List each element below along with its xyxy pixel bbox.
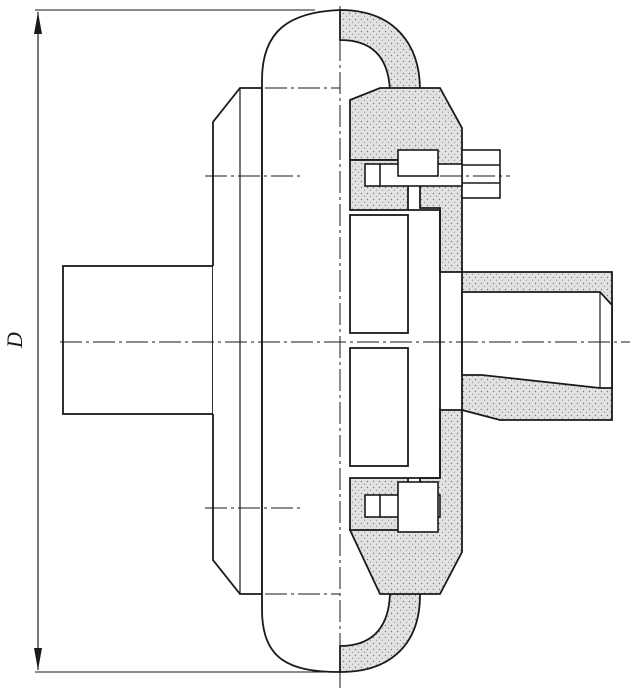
- torus-housing-left: [261, 9, 341, 673]
- input-shaft-hub: [62, 87, 263, 595]
- socket-screw-bottom: [364, 481, 441, 533]
- output-shaft-hub: [461, 271, 613, 421]
- dimension-d-label: D: [2, 332, 27, 349]
- center-lines: [60, 6, 630, 690]
- socket-screw-top: [397, 149, 439, 177]
- dimension-d: [34, 9, 330, 673]
- housing-body-section: [349, 87, 463, 595]
- inner-blades: [349, 209, 441, 479]
